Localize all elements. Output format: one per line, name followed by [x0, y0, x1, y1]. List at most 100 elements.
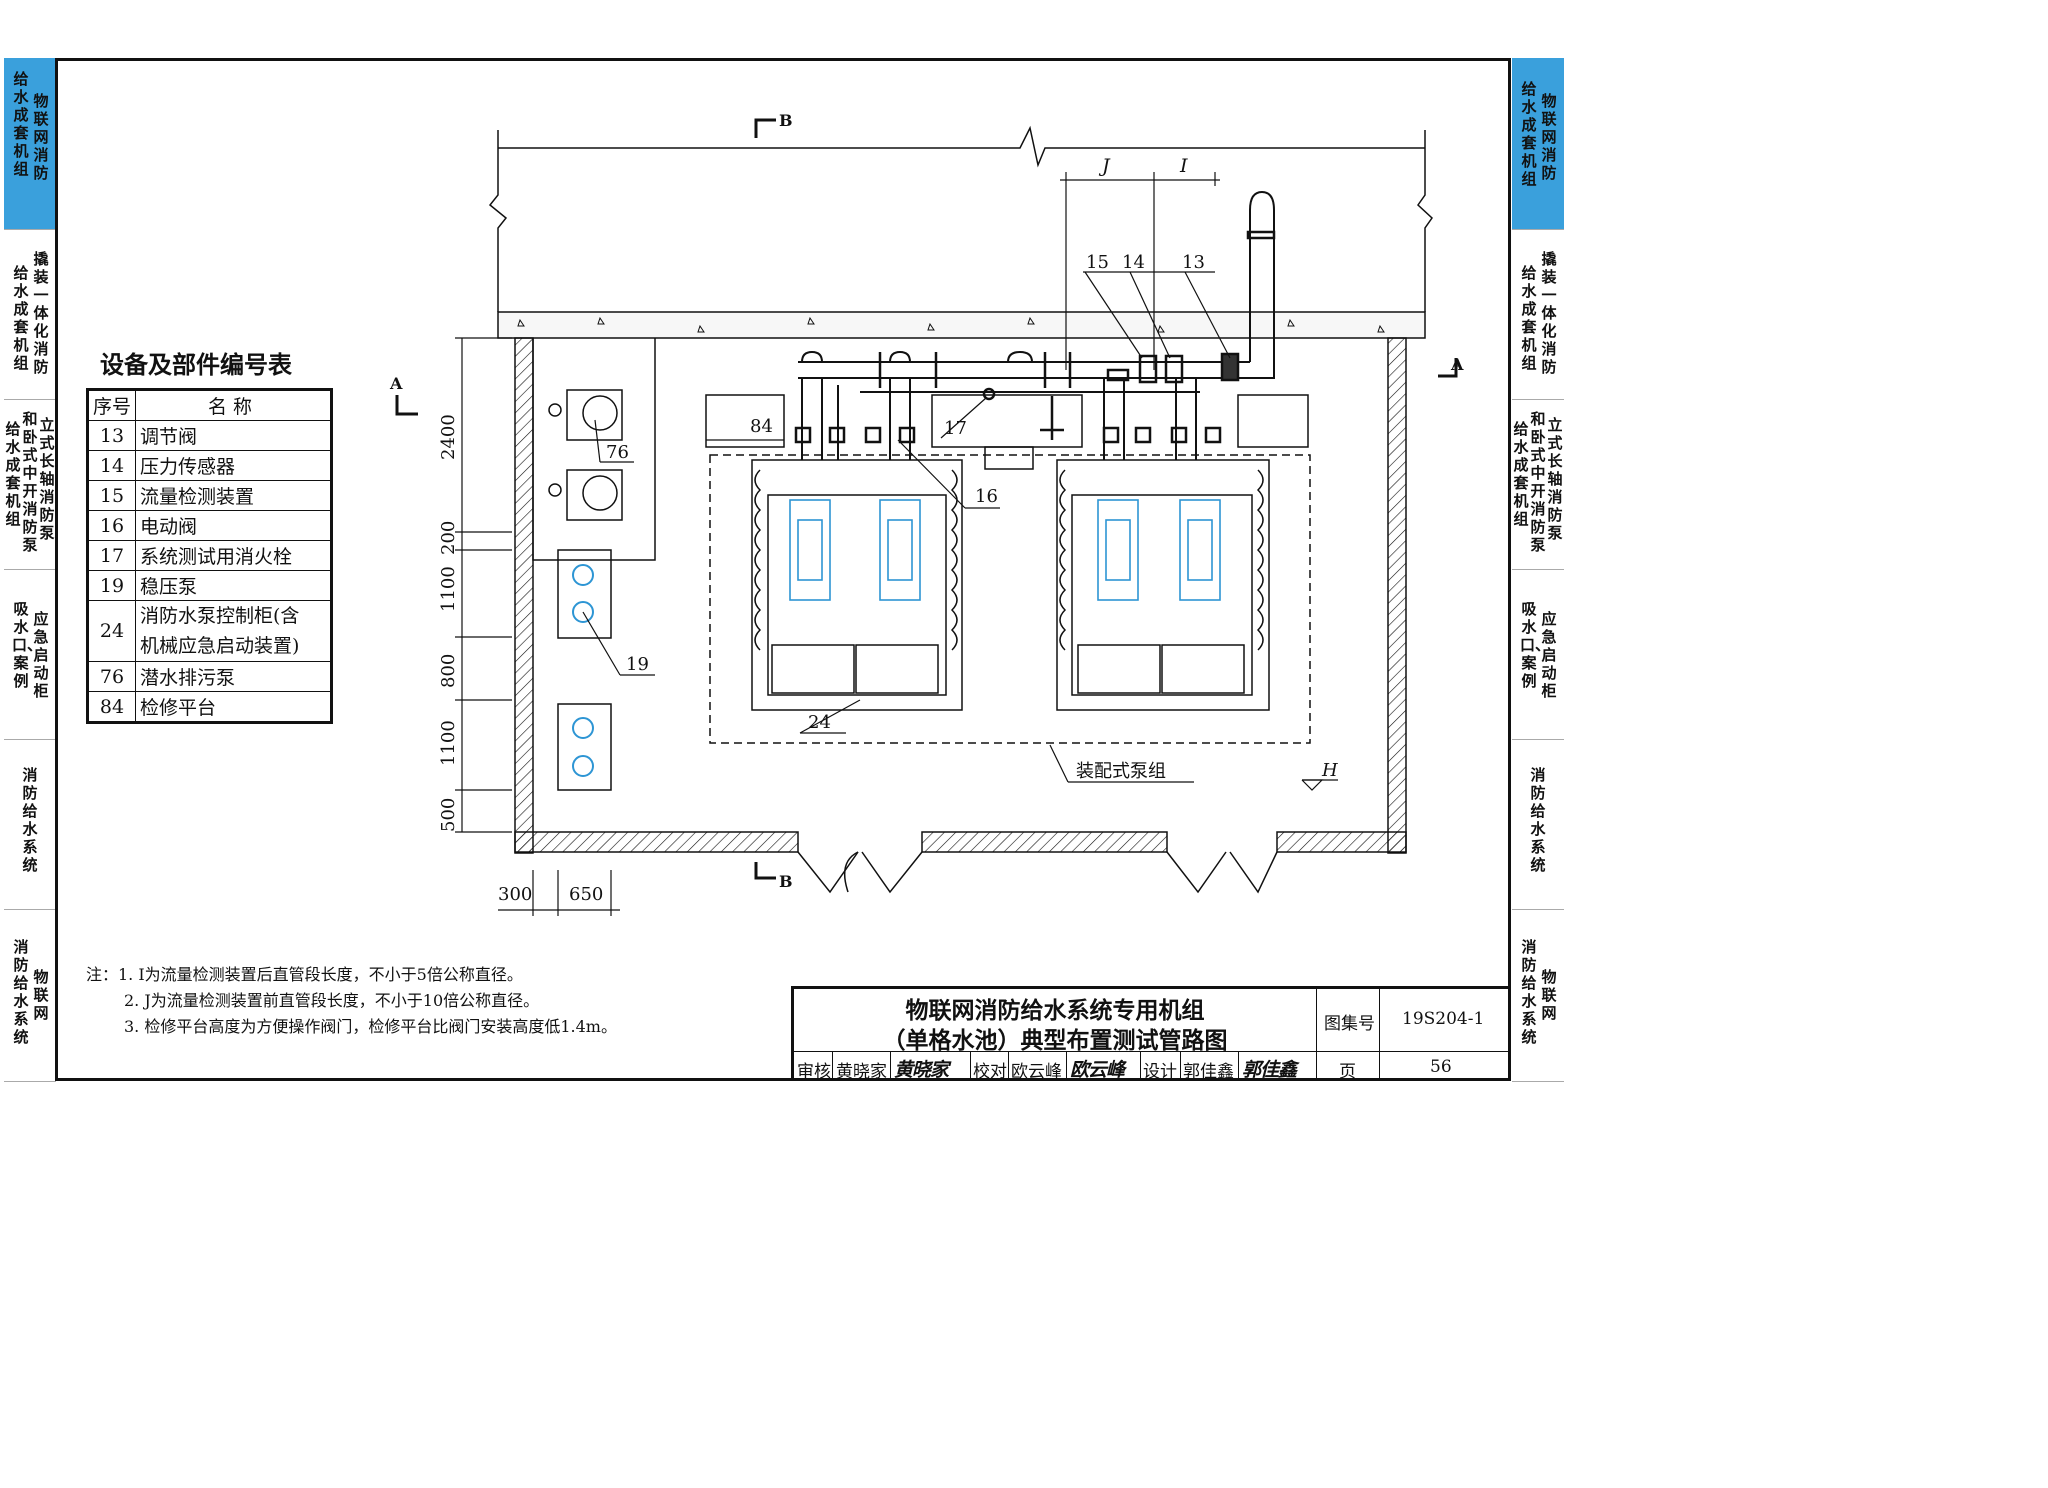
- right-tab-iot-unit[interactable]: 给水成套机组 物联网消防: [1512, 58, 1564, 230]
- atlas-no: 19S204-1: [1402, 1009, 1485, 1029]
- right-tab-emergency[interactable]: 吸水口、案例 应急启动柜: [1512, 570, 1564, 740]
- platforms: [705, 394, 1311, 744]
- row-name-line2: 机械应急启动装置): [140, 635, 300, 657]
- concrete-slab: [497, 311, 1426, 339]
- pump-set-left: [751, 459, 963, 711]
- dim-500: 500: [438, 798, 459, 832]
- dim-650: 650: [569, 884, 603, 905]
- part-labels: 15 14 13 84 17 16 76 19 24 装配式泵组 H: [606, 252, 1338, 782]
- note-2: 2. J为流量检测装置前直管段长度，不小于10倍公称直径。: [124, 991, 540, 1010]
- divider: [1180, 1051, 1181, 1081]
- designer-signature: 郭佳鑫: [1242, 1059, 1297, 1081]
- valves: [794, 230, 1276, 444]
- row-no: 17: [87, 540, 136, 571]
- reviewer-name: 黄晓家: [836, 1062, 887, 1082]
- row-name: 流量检测装置: [135, 480, 332, 511]
- label-17: 17: [944, 418, 967, 439]
- design-label: 设计: [1143, 1062, 1177, 1082]
- right-tab-iot-system[interactable]: 消防给水系统 物联网: [1512, 910, 1564, 1082]
- row-name: 压力传感器: [135, 450, 332, 481]
- dim-200: 200: [438, 521, 459, 555]
- left-tab-skid-unit[interactable]: 给水成套机组 撬装一体化消防: [4, 230, 56, 400]
- drawing-title-line1: 物联网消防给水系统专用机组: [905, 998, 1205, 1024]
- tab-text: 给水成套机组: [13, 70, 29, 178]
- tab-text: 消防给水系统: [13, 938, 29, 1046]
- divider: [890, 1051, 891, 1081]
- reviewer-signature: 黄晓家: [894, 1059, 949, 1081]
- label-84: 84: [750, 416, 773, 437]
- divider: [1316, 989, 1317, 1081]
- tab-text: 和卧式中开消防泵: [1530, 410, 1546, 554]
- notes: 注：1. I为流量检测装置后直管段长度，不小于5倍公称直径。 2. J为流量检测…: [86, 962, 617, 1040]
- label-level-h: H: [1321, 760, 1338, 781]
- section-b-bottom-label: B: [779, 872, 793, 891]
- row-no: 13: [87, 420, 136, 451]
- row-no: 76: [87, 661, 136, 692]
- layout-drawing: B A A B J I 2400 200 1100 800 1100 500 3…: [389, 111, 1464, 916]
- left-tab-iot-system[interactable]: 消防给水系统 物联网: [4, 910, 56, 1082]
- tab-text: 和卧式中开消防泵: [22, 410, 38, 554]
- header-name: 名称: [135, 389, 332, 421]
- label-13: 13: [1182, 252, 1205, 273]
- tab-text: 给水成套机组: [5, 420, 21, 528]
- row-name: 稳压泵: [135, 570, 332, 601]
- room-walls: [514, 337, 1407, 854]
- checker-name: 欧云峰: [1011, 1062, 1062, 1082]
- label-14: 14: [1122, 252, 1145, 273]
- doors: [797, 851, 1278, 894]
- tab-text: 给水成套机组: [1513, 420, 1529, 528]
- section-a-right-label: A: [1450, 355, 1464, 374]
- tab-text: 物联网: [33, 968, 49, 1022]
- label-pump-unit: 装配式泵组: [1076, 761, 1166, 782]
- left-tab-fire-system[interactable]: 消防给水系统: [4, 740, 56, 910]
- check-label: 校对: [973, 1062, 1007, 1082]
- tab-text: 消防给水系统: [1530, 766, 1546, 874]
- note-1: 注：1. I为流量检测装置后直管段长度，不小于5倍公称直径。: [86, 965, 523, 984]
- tab-text: 给水成套机组: [1521, 264, 1537, 372]
- tab-text: 物联网消防: [33, 92, 49, 182]
- right-tab-skid-unit[interactable]: 给水成套机组 撬装一体化消防: [1512, 230, 1564, 400]
- vertical-dim-labels: 2400 200 1100 800 1100 500: [438, 414, 459, 832]
- left-tab-vertical-pump[interactable]: 给水成套机组 和卧式中开消防泵 立式长轴消防泵: [4, 400, 56, 570]
- divider: [970, 1051, 971, 1081]
- slab-aggregate: [517, 316, 1385, 333]
- tab-text: 物联网: [1541, 968, 1557, 1022]
- divider: [1008, 1051, 1009, 1081]
- left-tab-iot-unit[interactable]: 给水成套机组 物联网消防: [4, 58, 56, 230]
- note-3: 3. 检修平台高度为方便操作阀门，检修平台比阀门安装高度低1.4m。: [124, 1017, 617, 1036]
- tab-text: 给水成套机组: [13, 264, 29, 372]
- row-no: 14: [87, 450, 136, 481]
- right-tab-vertical-pump[interactable]: 给水成套机组 和卧式中开消防泵 立式长轴消防泵: [1512, 400, 1564, 570]
- left-tab-emergency[interactable]: 吸水口、案例 应急启动柜: [4, 570, 56, 740]
- divider: [1238, 1051, 1239, 1081]
- review-label: 审核: [797, 1062, 831, 1082]
- divider: [1379, 989, 1380, 1081]
- dim-j: J: [1098, 155, 1111, 177]
- tab-text: 应急启动柜: [33, 610, 49, 700]
- dimension-j-i: [1060, 172, 1220, 370]
- table-title: 设备及部件编号表: [100, 351, 292, 379]
- row-name-line1: 消防水泵控制柜(含: [140, 605, 300, 627]
- right-tab-fire-system[interactable]: 消防给水系统: [1512, 740, 1564, 910]
- row-name: 消防水泵控制柜(含机械应急启动装置): [135, 600, 332, 662]
- sump-pit: [532, 338, 656, 561]
- page-label: 页: [1339, 1062, 1356, 1082]
- tab-text: 消防给水系统: [22, 766, 38, 874]
- row-no: 16: [87, 510, 136, 541]
- dim-300: 300: [498, 884, 532, 905]
- jockey-pumps: [557, 549, 612, 791]
- row-no: 19: [87, 570, 136, 601]
- title-block: 物联网消防给水系统专用机组 （单格水池）典型布置测试管路图 图集号 19S204…: [791, 986, 1511, 1082]
- upper-slab: [488, 125, 1433, 339]
- tab-text: 立式长轴消防泵: [39, 416, 55, 542]
- test-piping: [798, 190, 1275, 460]
- checker-signature: 欧云峰: [1070, 1059, 1125, 1081]
- tab-text: 撬装一体化消防: [1541, 250, 1557, 376]
- row-no: 24: [87, 600, 136, 662]
- divider: [794, 1051, 1511, 1052]
- divider: [1066, 1051, 1067, 1081]
